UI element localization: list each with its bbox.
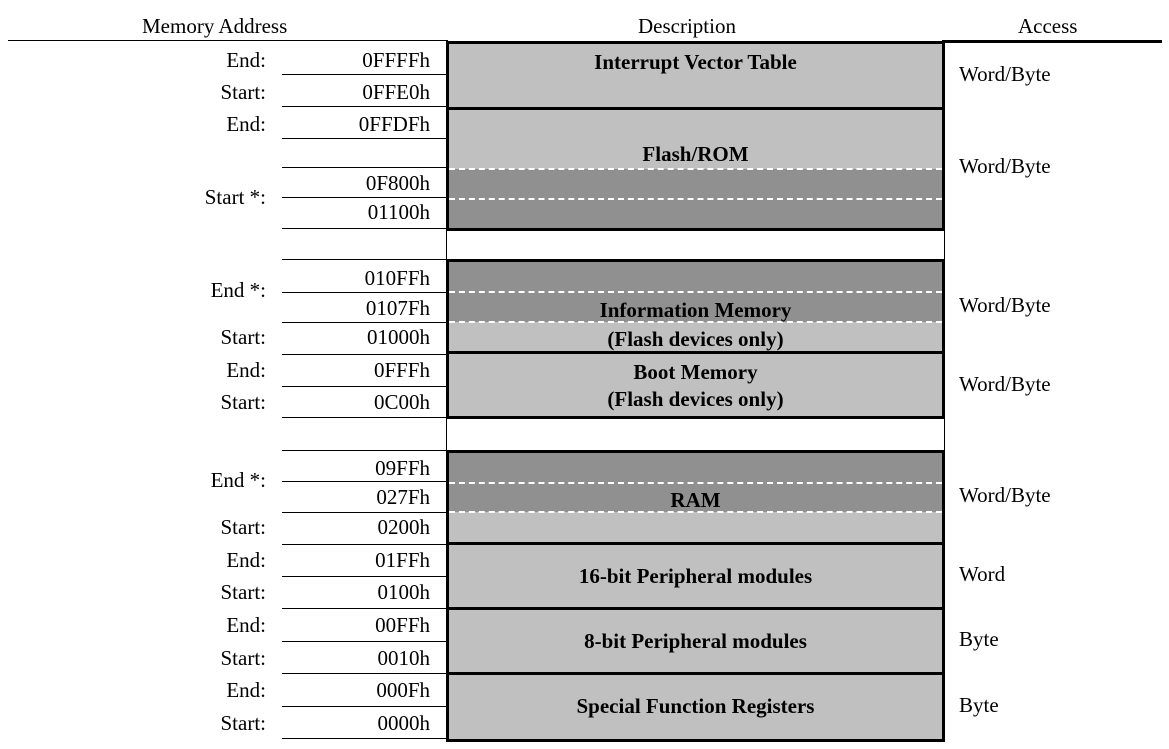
- address-row-divider: [282, 354, 448, 355]
- address-value: 0C00h: [373, 390, 430, 414]
- address-value: 0FFFFh: [362, 48, 430, 72]
- sfr-title: Special Function Registers: [576, 694, 815, 718]
- address-value: 0FFFh: [373, 358, 430, 382]
- address-value: 0FFE0h: [362, 80, 430, 104]
- address-row-divider: [282, 167, 448, 168]
- ram-region: RAM: [446, 450, 945, 545]
- address-value: 01FFh: [375, 548, 430, 572]
- end-label: End:: [226, 112, 266, 136]
- address-value: 010FFh: [364, 266, 430, 290]
- periph16-title: 16-bit Peripheral modules: [578, 564, 813, 588]
- access-value: Word/Byte: [959, 483, 1051, 507]
- address-value: 01100h: [367, 200, 430, 224]
- info-title: Information Memory: [599, 298, 792, 322]
- header-rule-thick: [942, 40, 1162, 43]
- ivt-region: Interrupt Vector Table: [446, 41, 945, 110]
- start-label: Start:: [220, 711, 267, 735]
- access-column-header: Access: [1018, 14, 1078, 38]
- address-row-divider: [282, 228, 448, 229]
- address-row-divider: [282, 738, 448, 739]
- access-value: Word/Byte: [959, 62, 1051, 86]
- address-value: 0010h: [377, 646, 431, 670]
- flash-dashed-divider: [449, 168, 942, 170]
- address-row-divider: [282, 641, 448, 642]
- info-dashed-divider: [449, 291, 942, 293]
- memory-gap: [446, 231, 945, 259]
- address-row-divider: [282, 450, 448, 451]
- address-value: 0000h: [377, 711, 431, 735]
- access-value: Byte: [959, 693, 999, 717]
- end-label: End:: [226, 358, 266, 382]
- address-value: 09FFh: [375, 456, 430, 480]
- address-row-divider: [282, 417, 448, 418]
- end-label: End:: [226, 678, 266, 702]
- address-value: 00FFh: [375, 613, 430, 637]
- end-star-label: End *:: [210, 468, 266, 492]
- boot-memory-region: Boot Memory (Flash devices only): [446, 351, 945, 419]
- access-value: Word/Byte: [959, 372, 1051, 396]
- start-star-label: Start *:: [204, 185, 266, 209]
- address-row-divider: [282, 322, 448, 323]
- address-row-divider: [282, 292, 448, 293]
- access-value: Word: [959, 562, 1006, 586]
- boot-title: Boot Memory: [633, 360, 758, 384]
- start-label: Start:: [220, 515, 267, 539]
- periph8-region: 8-bit Peripheral modules: [446, 607, 945, 675]
- address-row-divider: [282, 512, 448, 513]
- ram-dashed-divider: [449, 511, 942, 513]
- address-value: 000Fh: [376, 678, 430, 702]
- info-memory-region: Information Memory (Flash devices only): [446, 259, 945, 354]
- access-value: Word/Byte: [959, 293, 1051, 317]
- header-rule: [8, 40, 448, 41]
- address-value: 0107Fh: [365, 296, 430, 320]
- access-value: Byte: [959, 627, 999, 651]
- address-row-divider: [282, 74, 448, 75]
- address-value: 027Fh: [376, 485, 430, 509]
- end-star-label: End *:: [210, 278, 266, 302]
- address-row-divider: [282, 481, 448, 482]
- sfr-region: Special Function Registers: [446, 672, 945, 742]
- address-row-divider: [282, 576, 448, 577]
- end-label: End:: [226, 548, 266, 572]
- address-column-header: Memory Address: [142, 14, 288, 38]
- address-row-divider: [282, 197, 448, 198]
- flash-title: Flash/ROM: [642, 142, 749, 166]
- address-row-divider: [282, 138, 448, 139]
- address-row-divider: [282, 673, 448, 674]
- start-label: Start:: [220, 80, 267, 104]
- boot-subtitle: (Flash devices only): [607, 387, 784, 411]
- flash-region: Flash/ROM: [446, 107, 945, 231]
- periph16-region: 16-bit Peripheral modules: [446, 542, 945, 610]
- start-label: Start:: [220, 646, 267, 670]
- info-dashed-divider: [449, 321, 942, 323]
- address-value: 0200h: [377, 515, 431, 539]
- address-value: 01000h: [367, 325, 430, 349]
- address-row-divider: [282, 544, 448, 545]
- ram-title: RAM: [670, 488, 721, 512]
- address-value: 0100h: [377, 580, 431, 604]
- flash-dashed-divider: [449, 198, 942, 200]
- ram-dashed-divider: [449, 482, 942, 484]
- start-label: Start:: [220, 390, 267, 414]
- address-row-divider: [282, 259, 448, 260]
- info-subtitle: (Flash devices only): [607, 327, 784, 351]
- start-label: Start:: [220, 580, 267, 604]
- access-value: Word/Byte: [959, 154, 1051, 178]
- start-label: Start:: [220, 325, 267, 349]
- periph8-title: 8-bit Peripheral modules: [584, 629, 807, 653]
- ivt-title: Interrupt Vector Table: [594, 50, 797, 74]
- address-value: 0F800h: [365, 171, 430, 195]
- memory-gap: [446, 419, 945, 450]
- address-row-divider: [282, 608, 448, 609]
- address-value: 0FFDFh: [358, 112, 430, 136]
- description-column-header: Description: [638, 14, 736, 38]
- address-row-divider: [282, 386, 448, 387]
- end-label: End:: [226, 613, 266, 637]
- address-row-divider: [282, 706, 448, 707]
- end-label: End:: [226, 48, 266, 72]
- address-row-divider: [282, 106, 448, 107]
